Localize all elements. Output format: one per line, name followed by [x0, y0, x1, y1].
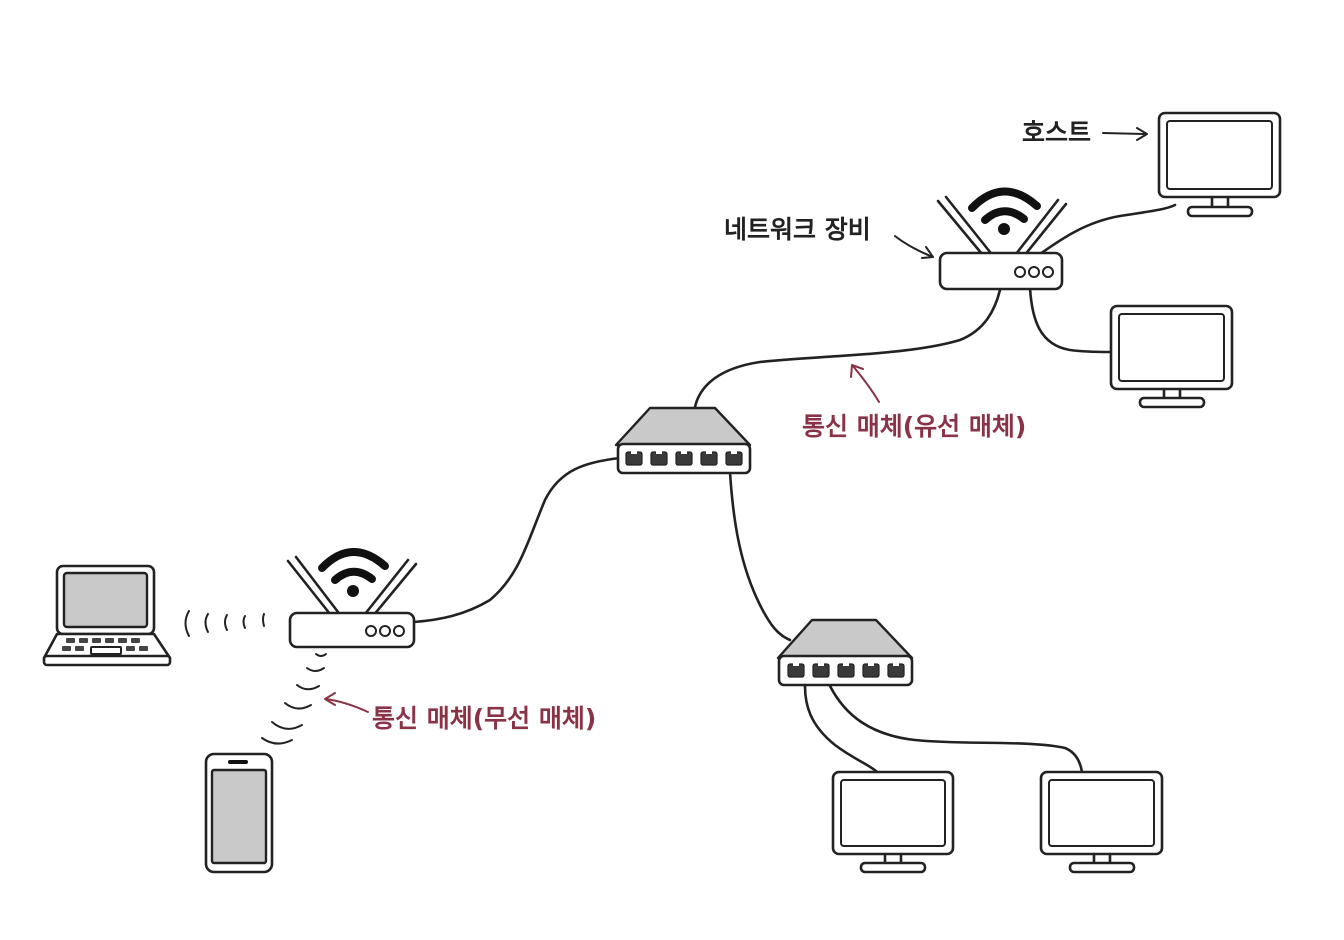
- annotation-arrows: [324, 127, 1148, 713]
- arrow-wired: [852, 365, 880, 403]
- wireless-waves: [184, 610, 327, 745]
- router-icon: [936, 187, 1068, 291]
- laptop-icon: [42, 564, 172, 667]
- switch-icon: [614, 406, 752, 475]
- cable-switch-switch: [728, 470, 792, 642]
- cable-switch-monitor-2: [828, 684, 1084, 774]
- label-network-device: 네트워크 장비: [724, 215, 871, 244]
- label-wireless-medium: 통신 매체(무선 매체): [372, 704, 596, 733]
- monitor-icon: [831, 770, 955, 874]
- monitor-icon: [1109, 304, 1234, 409]
- cable-router-host: [1038, 203, 1177, 256]
- cable-router-switch: [693, 288, 1002, 409]
- arrow-wireless: [325, 698, 369, 713]
- cable-router-monitor: [1028, 286, 1112, 354]
- router-icon: [286, 548, 418, 649]
- wifi-icon: [968, 187, 1041, 235]
- label-wired-medium: 통신 매체(유선 매체): [802, 412, 1026, 441]
- monitor-icon: [1039, 770, 1164, 874]
- switch-icon: [776, 618, 914, 687]
- arrow-network-device: [894, 235, 934, 258]
- smartphone-icon: [204, 752, 274, 874]
- cables: [412, 203, 1177, 774]
- label-host: 호스트: [1022, 118, 1091, 147]
- wifi-icon: [318, 548, 389, 597]
- cable-switch-router: [412, 456, 622, 624]
- cable-switch-monitor-1: [803, 684, 879, 774]
- monitor-icon: [1157, 111, 1282, 218]
- arrow-host: [1102, 132, 1147, 135]
